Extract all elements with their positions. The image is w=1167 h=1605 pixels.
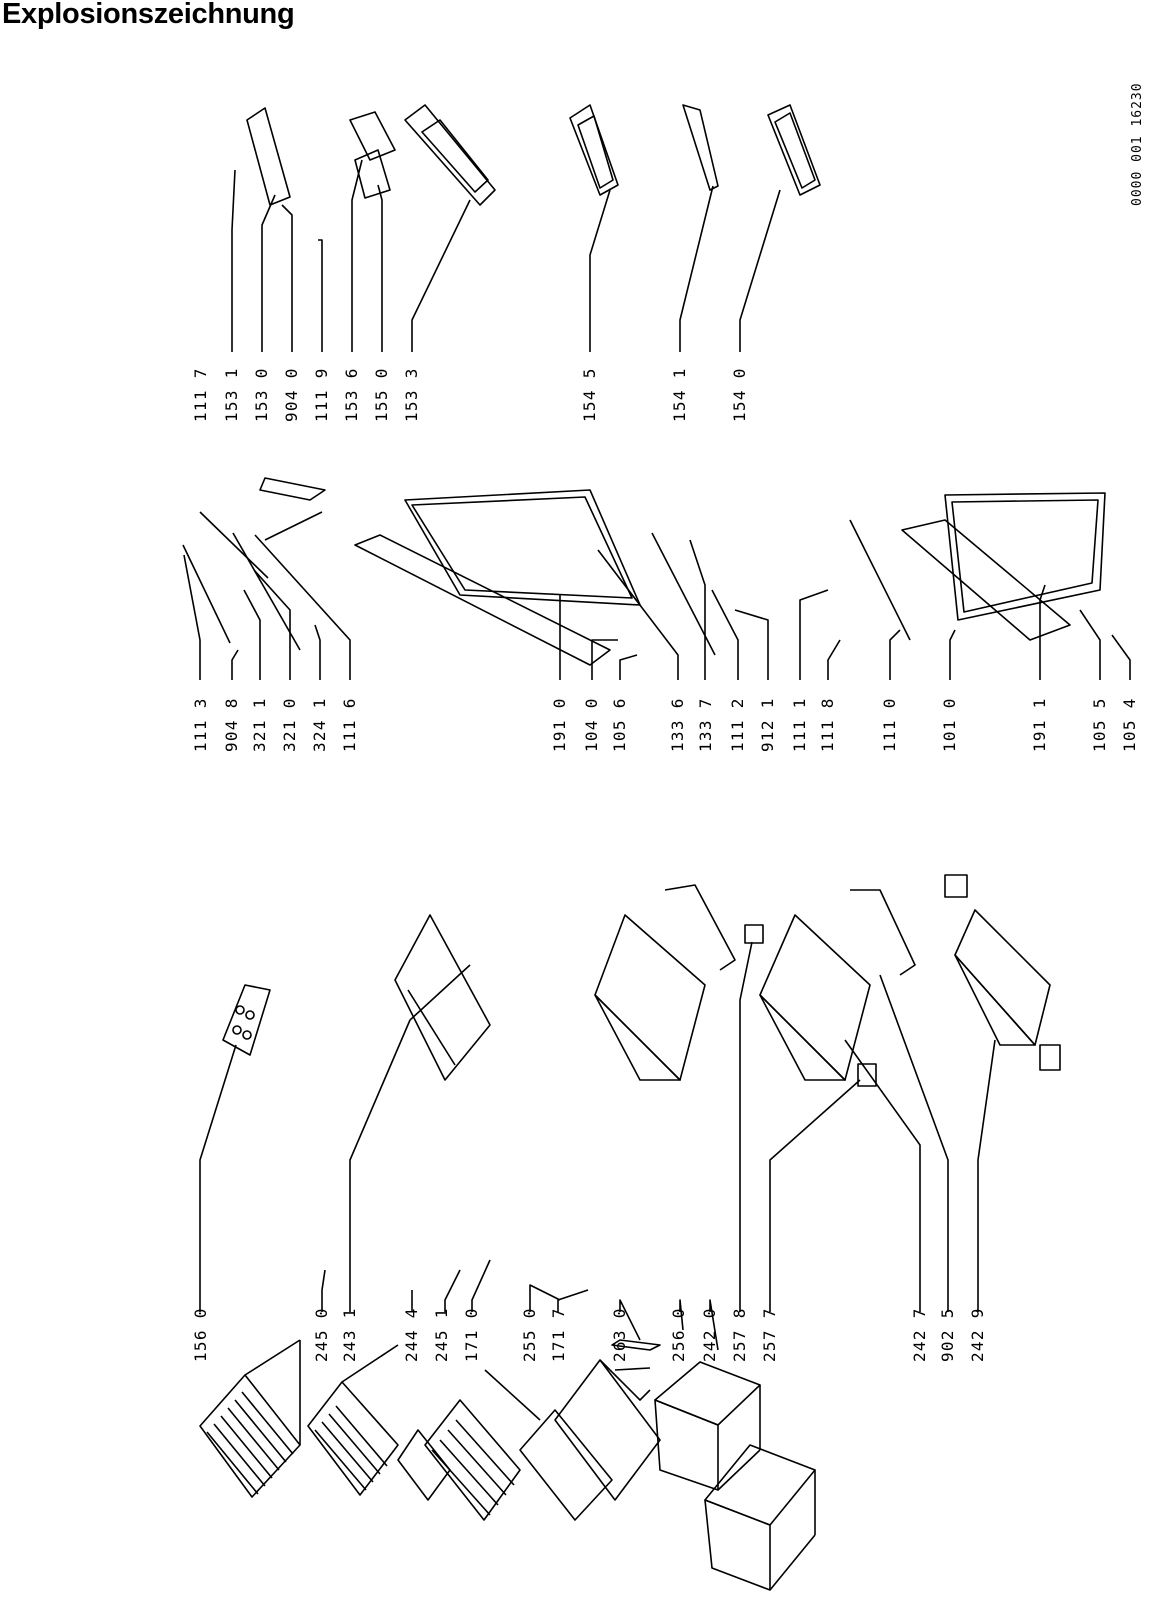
- part-number: 153 1: [222, 367, 241, 422]
- door-bin-part: [569, 104, 619, 196]
- part-number: 111 3: [191, 697, 210, 752]
- part-number: 321 1: [250, 697, 269, 752]
- part-number: 191 1: [1030, 697, 1049, 752]
- leader-lines: [183, 159, 1131, 1351]
- part-number: 191 0: [550, 697, 569, 752]
- part-number: 904 0: [282, 367, 301, 422]
- door-bin-part: [767, 104, 821, 196]
- part-number: 244 4: [402, 1307, 421, 1362]
- part-number: 111 7: [191, 367, 210, 422]
- part-number: 156 0: [191, 1307, 210, 1362]
- part-number: 255 0: [520, 1307, 539, 1362]
- part-number: 257 8: [730, 1307, 749, 1362]
- wire-shelf-part: [307, 1344, 399, 1496]
- egg-tray-part: [222, 984, 271, 1056]
- glass-shelf-part: [394, 914, 491, 1081]
- part-number: 111 8: [818, 697, 837, 752]
- part-number: 154 5: [580, 367, 599, 422]
- part-number: 904 8: [222, 697, 241, 752]
- crisper-drawer-part: [759, 889, 916, 1081]
- crisper-drawer-part: [594, 884, 736, 1081]
- part-number: 154 0: [730, 367, 749, 422]
- small-part: [744, 924, 1061, 1087]
- page-title: Explosionszeichnung: [2, 0, 295, 30]
- part-number: 245 1: [432, 1307, 451, 1362]
- part-number: 133 6: [668, 697, 687, 752]
- part-number: 153 6: [342, 367, 361, 422]
- wire-shelf-part: [397, 1369, 541, 1521]
- part-number: 155 0: [372, 367, 391, 422]
- egg-holder-part: [349, 111, 396, 199]
- part-number: 171 0: [462, 1307, 481, 1362]
- part-number: 324 1: [310, 697, 329, 752]
- part-number: 111 1: [790, 697, 809, 752]
- part-number: 105 6: [610, 697, 629, 752]
- part-number: 101 0: [940, 697, 959, 752]
- drawer-part: [704, 1444, 816, 1591]
- part-number: 321 0: [280, 697, 299, 752]
- part-number: 133 7: [696, 697, 715, 752]
- part-number: 242 7: [910, 1307, 929, 1362]
- part-number: 242 9: [968, 1307, 987, 1362]
- part-number: 902 5: [938, 1307, 957, 1362]
- part-number: 111 2: [728, 697, 747, 752]
- part-number: 111 9: [312, 367, 331, 422]
- door-panel-part: [901, 492, 1106, 641]
- part-number: 104 0: [582, 697, 601, 752]
- door-bin-part: [246, 104, 496, 206]
- part-number: 243 1: [340, 1307, 359, 1362]
- part-number: 171 7: [549, 1307, 568, 1362]
- part-number: 242 0: [700, 1307, 719, 1362]
- part-number: 105 4: [1120, 697, 1139, 752]
- part-number: 153 3: [402, 367, 421, 422]
- part-number: 245 0: [312, 1307, 331, 1362]
- crisper-drawer-part: [944, 874, 1051, 1046]
- part-number: 257 7: [760, 1307, 779, 1362]
- small-part: [611, 1339, 661, 1371]
- door-gasket-part: [354, 489, 641, 666]
- part-number: 105 5: [1090, 697, 1109, 752]
- part-number: 154 1: [670, 367, 689, 422]
- part-number: 256 0: [669, 1307, 688, 1362]
- door-bin-part: [682, 104, 719, 191]
- part-number: 111 0: [880, 697, 899, 752]
- part-number: 111 6: [340, 697, 359, 752]
- glass-shelf-part: [519, 1359, 661, 1521]
- drawer-part: [654, 1361, 761, 1491]
- part-number: 153 0: [252, 367, 271, 422]
- part-number: 263 0: [610, 1307, 629, 1362]
- part-number: 912 1: [758, 697, 777, 752]
- wire-shelf-part: [199, 1339, 301, 1498]
- hinge-part: [182, 477, 911, 656]
